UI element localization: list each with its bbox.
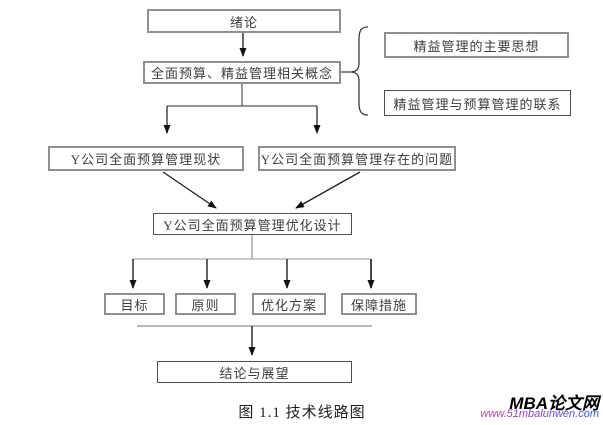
split-connector-top — [167, 84, 317, 107]
arrow-current-status-to-optimization — [162, 171, 217, 209]
arrow-problems-to-optimization — [295, 171, 361, 209]
watermark-site-url: www.51mbalunwen.com — [480, 408, 599, 420]
node-principles: 原则 — [175, 293, 236, 315]
node-introduction: 绪论 — [147, 9, 341, 33]
node-problems: Y公司全面预算管理存在的问题 — [258, 146, 456, 171]
node-lean-ideas: 精益管理的主要思想 — [384, 32, 569, 58]
node-lean-budget-link: 精益管理与预算管理的联系 — [384, 90, 571, 116]
node-optimization-plan: 优化方案 — [252, 293, 326, 315]
node-optimization-design: Y公司全面预算管理优化设计 — [153, 213, 352, 235]
node-goals: 目标 — [104, 293, 165, 315]
node-concepts: 全面预算、精益管理相关概念 — [143, 61, 341, 84]
node-conclusion: 结论与展望 — [157, 361, 352, 383]
right-brace — [350, 26, 369, 116]
node-current-status: Y公司全面预算管理现状 — [48, 146, 244, 171]
watermark-site-name: MBA论文网 — [509, 394, 599, 413]
node-safeguards: 保障措施 — [341, 293, 417, 315]
figure-caption: 图 1.1 技术线路图 — [238, 405, 366, 421]
